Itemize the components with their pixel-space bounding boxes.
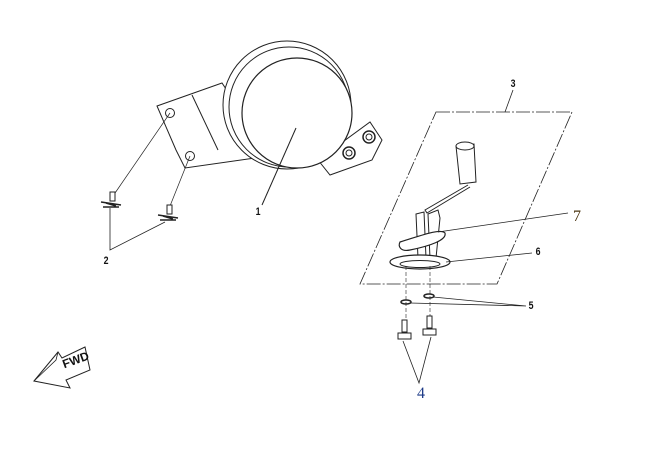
callout-2: 2	[103, 255, 109, 267]
bracket-hole	[185, 151, 195, 161]
screw	[157, 204, 179, 221]
callout-6: 6	[535, 246, 541, 258]
callout-5: 5	[528, 300, 534, 312]
callout-3: 3	[510, 78, 516, 90]
leader-2	[109, 208, 166, 251]
leader-7	[437, 212, 569, 233]
fuel-sender-group-outline	[359, 111, 573, 285]
connector-boss	[362, 130, 376, 144]
assembly-line	[169, 155, 191, 207]
callout-4: 4	[417, 385, 425, 402]
leader-1	[261, 127, 297, 206]
leader-4	[402, 336, 432, 385]
meter-assembly	[156, 40, 383, 176]
connector-boss	[342, 146, 356, 160]
bracket-hole	[165, 108, 175, 118]
fuel-level-sender	[389, 141, 477, 270]
leader-5	[409, 296, 527, 307]
callout-7: 7	[573, 208, 581, 225]
leader-6	[445, 252, 533, 263]
connector-boss-inner	[365, 133, 373, 141]
bracket-fold-line	[191, 94, 219, 151]
leader-3	[504, 89, 514, 113]
connector-boss-inner	[345, 149, 353, 157]
bolt	[422, 315, 437, 336]
forward-direction-arrow-icon	[33, 346, 91, 389]
screw	[100, 191, 122, 208]
assembly-line	[112, 112, 171, 197]
meter-lens	[241, 57, 353, 169]
callout-1: 1	[255, 206, 261, 218]
bolt	[397, 319, 412, 340]
washer	[400, 299, 412, 305]
washer	[423, 293, 435, 299]
